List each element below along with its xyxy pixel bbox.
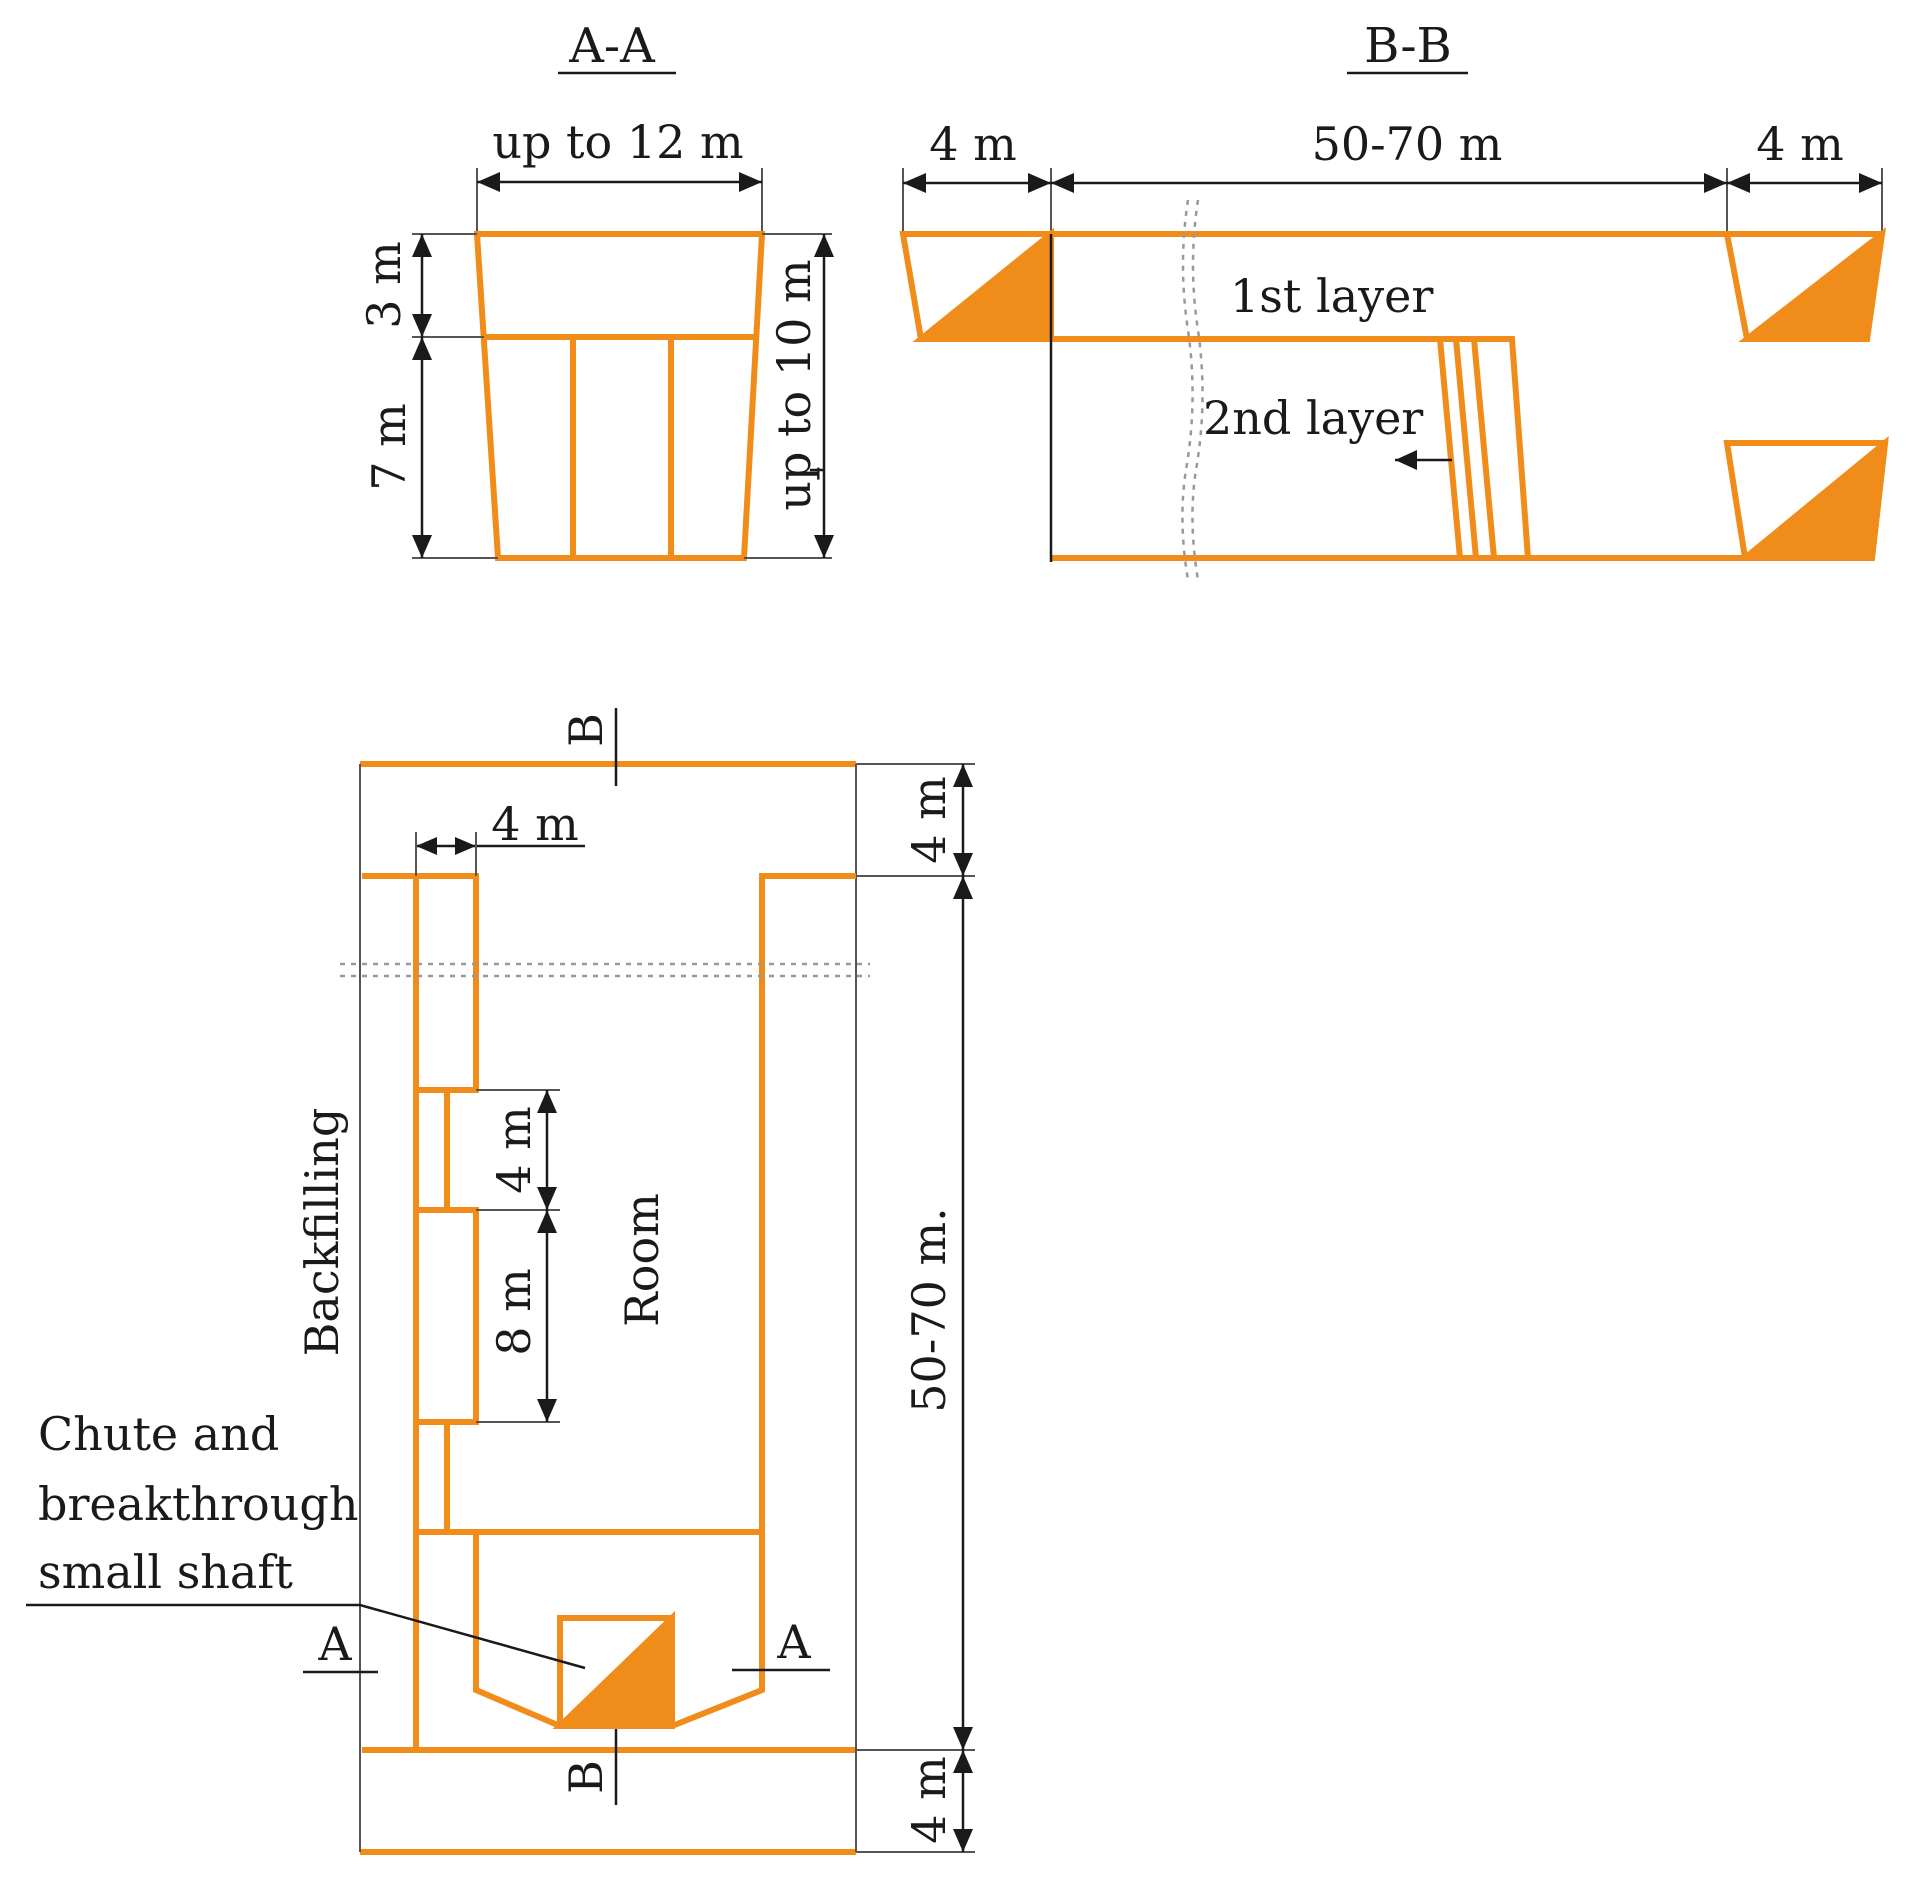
pillar-upper [413,873,479,1093]
arrowhead [1028,173,1051,193]
room-bottom-right [416,1529,765,1729]
plan-pillar-length-label: 8 m [487,1268,541,1356]
arrowhead [953,764,973,787]
arrowhead [416,837,437,855]
section-bb: B-B 4 m 50-70 m 4 m [899,18,1889,581]
arrowhead [1859,173,1882,193]
arrowhead [1704,173,1727,193]
aa-total-height-label: up to 10 m [767,259,821,510]
plan-length-label: 50-70 m. [902,1207,956,1412]
plan-top-dim-label: 4 m [902,776,956,864]
plan-pillar-width-label: 4 m [491,797,579,851]
section-a-right-label: A [776,1615,811,1669]
bb-layer-boundary [1051,336,1531,559]
second-layer-label: 2nd layer [1203,391,1423,445]
bb-break-line [1181,199,1194,581]
arrowhead [739,172,762,192]
aa-top-height-label: 3 m [357,241,411,329]
plan-bottom-dim-label: 4 m [902,1756,956,1844]
bb-right-upper-chute-fill [1738,227,1887,342]
room-right-wall [759,873,856,1532]
aa-bottom-height-label: 7 m [362,403,416,491]
section-bb-title: B-B [1364,18,1452,74]
arrowhead [814,234,834,257]
arrowhead [455,837,476,855]
arrowhead [953,1750,973,1773]
arrowhead [537,1399,557,1422]
aa-width-label: up to 12 m [492,115,743,169]
pillar-lower [413,1207,479,1425]
arrowhead [412,535,432,558]
plan-gap-label: 4 m [487,1106,541,1194]
arrowhead [814,535,834,558]
advance-arrowhead [1395,450,1417,470]
bb-left-chute-fill [912,227,1054,342]
room-label: Room [615,1193,669,1327]
section-a-left-label: A [317,1617,352,1671]
arrowhead [412,234,432,257]
arrowhead [953,853,973,876]
first-layer-label: 1st layer [1230,269,1433,323]
section-b-bottom-label: B [559,1760,613,1794]
bb-face-line [1437,338,1463,559]
chute-shaft-fill [552,1610,675,1729]
plan-view: B B 4 m 4 m 8 [26,708,975,1855]
chute-label-line3: small shaft [38,1545,293,1599]
arrowhead [537,1210,557,1233]
aa-room-outline [473,231,766,561]
arrowhead [953,1727,973,1750]
bb-right-lower-chute-fill [1736,435,1889,561]
arrowhead [953,1829,973,1852]
bb-face-line [1453,338,1479,559]
arrowhead [537,1187,557,1210]
arrowhead [1051,173,1074,193]
arrowhead [1727,173,1750,193]
arrowhead [537,1090,557,1113]
chute-label-line1: Chute and [38,1407,279,1461]
arrowhead [953,876,973,899]
section-b-top-label: B [559,713,613,747]
backfilling-label: Backfilling [295,1108,349,1357]
arrowhead [903,173,926,193]
bb-face-line [1471,338,1497,559]
bb-middle-width-label: 50-70 m [1312,117,1503,171]
chute-leader-line [26,1603,586,1670]
chute-label-line2: breakthrough [38,1477,358,1531]
arrowhead [412,314,432,337]
bb-right-width-label: 4 m [1756,117,1844,171]
room-bottom-left [473,1532,562,1729]
bb-left-width-label: 4 m [929,117,1017,171]
arrowhead [412,337,432,360]
bb-break-line [1191,199,1204,581]
section-aa-title: A-A [568,18,656,74]
section-aa: A-A up to 12 m 3 m 7 m up to 10 m [357,18,834,561]
arrowhead [477,172,500,192]
